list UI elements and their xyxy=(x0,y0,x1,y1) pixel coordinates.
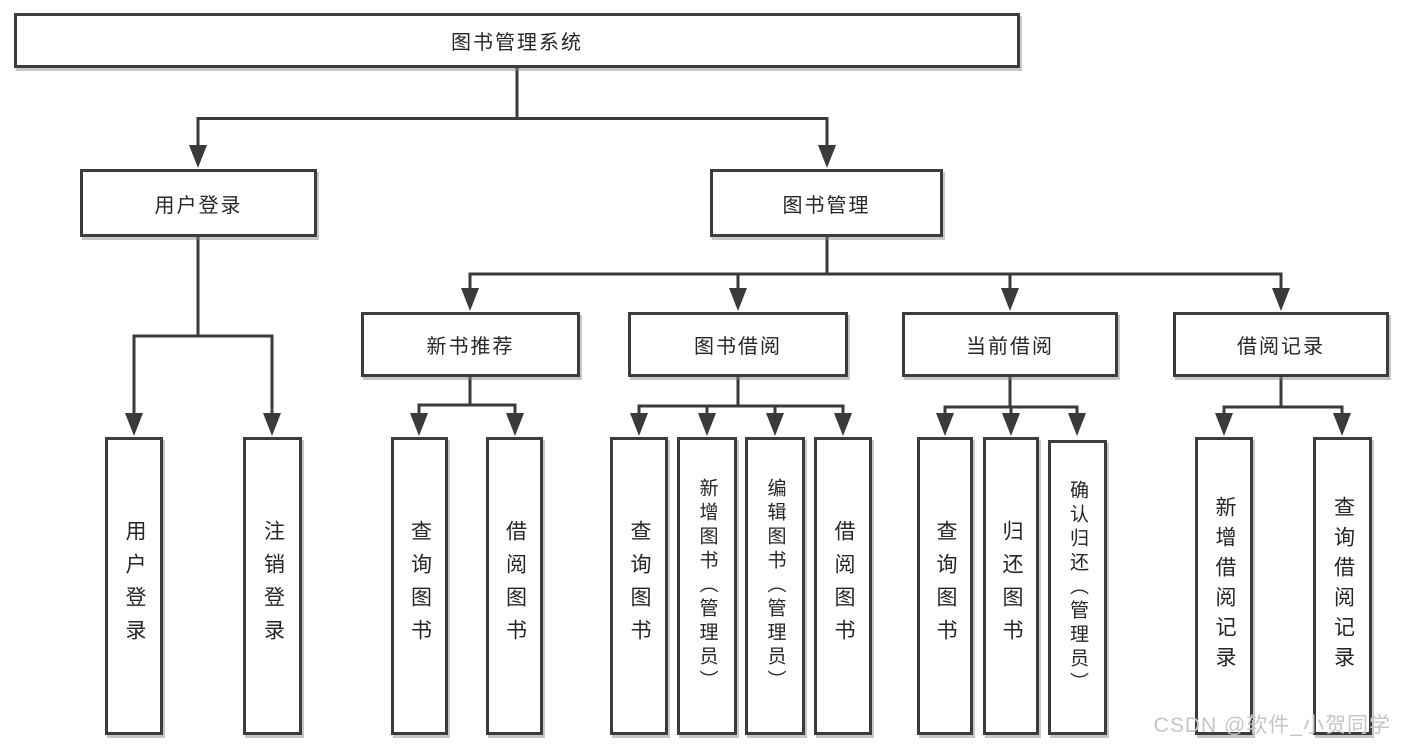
leaf-label: 确认归还（管理员） xyxy=(1067,479,1088,696)
node-current-borrow: 当前借阅 xyxy=(902,312,1118,377)
leaf-add-books-admin: 新增图书（管理员） xyxy=(677,437,737,735)
watermark: CSDN @软件_小贺同学 xyxy=(1153,714,1391,737)
leaf-label: 注销登录 xyxy=(261,520,285,652)
leaf-label: 归还图书 xyxy=(1000,520,1023,652)
leaf-borrow-books-recommend: 借阅图书 xyxy=(486,437,543,735)
node-new-book-recommend: 新书推荐 xyxy=(361,312,580,377)
node-label: 用户登录 xyxy=(154,194,243,217)
leaf-query-books-current: 查询图书 xyxy=(917,437,973,735)
node-label: 当前借阅 xyxy=(966,336,1054,358)
leaf-label: 查询图书 xyxy=(934,520,957,652)
node-label: 图书管理 xyxy=(782,194,871,217)
leaf-label: 查询图书 xyxy=(628,520,651,652)
leaf-add-borrow-record: 新增借阅记录 xyxy=(1195,437,1253,735)
leaf-edit-books-admin: 编辑图书（管理员） xyxy=(745,437,805,735)
leaf-label: 编辑图书（管理员） xyxy=(764,478,786,694)
leaf-query-books-recommend: 查询图书 xyxy=(391,437,448,735)
leaf-label: 借阅图书 xyxy=(503,520,527,652)
leaf-label: 借阅图书 xyxy=(832,520,855,652)
node-label: 借阅记录 xyxy=(1237,336,1325,358)
node-library-management-system: 图书管理系统 xyxy=(14,13,1020,68)
leaf-confirm-return-admin: 确认归还（管理员） xyxy=(1048,440,1107,735)
node-label: 图书管理系统 xyxy=(451,32,583,54)
leaf-label: 新增图书（管理员） xyxy=(696,478,718,694)
node-borrow-records: 借阅记录 xyxy=(1173,312,1389,377)
node-book-borrow: 图书借阅 xyxy=(628,312,848,377)
leaf-label: 用户登录 xyxy=(123,520,146,652)
leaf-logout: 注销登录 xyxy=(243,437,302,735)
leaf-label: 新增借阅记录 xyxy=(1213,496,1236,676)
node-label: 新书推荐 xyxy=(426,336,515,358)
node-book-management: 图书管理 xyxy=(710,169,943,237)
leaf-query-borrow-record: 查询借阅记录 xyxy=(1313,437,1372,735)
leaf-borrow-books: 借阅图书 xyxy=(814,437,872,735)
leaf-user-login: 用户登录 xyxy=(105,437,163,735)
leaf-label: 查询借阅记录 xyxy=(1331,496,1355,676)
leaf-label: 查询图书 xyxy=(408,520,432,652)
leaf-return-books: 归还图书 xyxy=(983,437,1039,735)
node-label: 图书借阅 xyxy=(694,336,782,358)
node-user-login: 用户登录 xyxy=(80,169,317,237)
leaf-query-books-borrow: 查询图书 xyxy=(610,437,668,735)
